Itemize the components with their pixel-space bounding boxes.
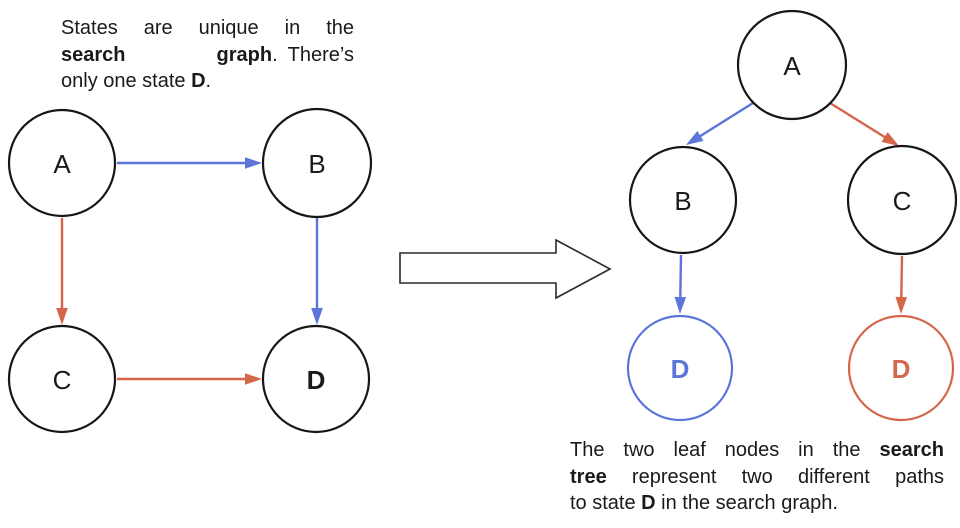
node-label-search-tree-C: C bbox=[893, 186, 912, 216]
caption-line: States are unique in the bbox=[61, 15, 354, 42]
arrowhead-search-graph-A-C bbox=[56, 308, 68, 325]
node-label-search-tree-A: A bbox=[783, 51, 801, 81]
node-label-search-graph-D: D bbox=[307, 365, 326, 395]
node-search-tree-A bbox=[736, 9, 848, 121]
node-search-tree-C bbox=[846, 144, 958, 256]
caption-bold-segment: D bbox=[191, 70, 206, 93]
node-label-search-graph-B: B bbox=[308, 149, 325, 179]
node-label-search-tree-B: B bbox=[674, 186, 691, 216]
caption-line: tree represent two different paths bbox=[570, 464, 944, 491]
caption-segment: . There’s bbox=[272, 43, 354, 66]
caption-search-graph: States are unique in the search graph. Th… bbox=[61, 15, 354, 95]
caption-line: only one state D. bbox=[61, 68, 354, 95]
caption-segment: in the search graph. bbox=[655, 492, 838, 515]
node-search-tree-B bbox=[628, 145, 738, 255]
node-search-graph-A bbox=[7, 108, 117, 218]
arrowhead-search-tree-B-D-left bbox=[674, 296, 687, 314]
caption-segment: . bbox=[205, 70, 212, 93]
node-search-graph-C bbox=[7, 324, 117, 434]
arrowhead-search-tree-A-C bbox=[881, 132, 899, 146]
edge-search-tree-A-C bbox=[829, 101, 888, 140]
caption-bold-segment: search graph bbox=[61, 43, 273, 66]
node-search-graph-B bbox=[261, 107, 373, 219]
edge-search-tree-A-B bbox=[697, 101, 754, 139]
node-search-graph-D bbox=[261, 324, 371, 434]
node-search-tree-D-right bbox=[847, 314, 955, 422]
caption-segment: The two leaf nodes in the bbox=[570, 439, 880, 461]
caption-segment: represent two different paths bbox=[606, 465, 944, 488]
caption-line: search graph. There’s bbox=[61, 42, 354, 69]
caption-bold-segment: D bbox=[641, 492, 656, 515]
node-search-tree-D-left bbox=[626, 314, 734, 422]
arrowhead-search-tree-A-B bbox=[686, 131, 704, 145]
edge-search-tree-B-D-left bbox=[679, 254, 683, 301]
caption-bold-segment: tree bbox=[570, 465, 607, 488]
arrowhead-search-graph-B-D bbox=[311, 308, 323, 325]
transform-block-arrow-icon bbox=[399, 238, 612, 300]
caption-segment: only one state bbox=[61, 70, 192, 93]
caption-bold-segment: search bbox=[879, 439, 945, 461]
arrowhead-search-graph-A-B bbox=[245, 157, 262, 169]
node-label-search-graph-A: A bbox=[53, 149, 71, 179]
arrowhead-search-tree-C-D-right bbox=[895, 296, 908, 314]
caption-line: The two leaf nodes in the search bbox=[570, 437, 944, 464]
caption-segment: States are unique in the bbox=[61, 17, 354, 39]
node-label-search-graph-C: C bbox=[53, 365, 72, 395]
arrowhead-search-graph-C-D bbox=[245, 373, 262, 385]
caption-segment: to state bbox=[570, 492, 642, 515]
node-label-search-tree-D-left: D bbox=[671, 354, 690, 384]
node-label-search-tree-D-right: D bbox=[892, 354, 911, 384]
caption-line: to state D in the search graph. bbox=[570, 490, 944, 517]
edge-search-tree-C-D-right bbox=[900, 255, 904, 301]
